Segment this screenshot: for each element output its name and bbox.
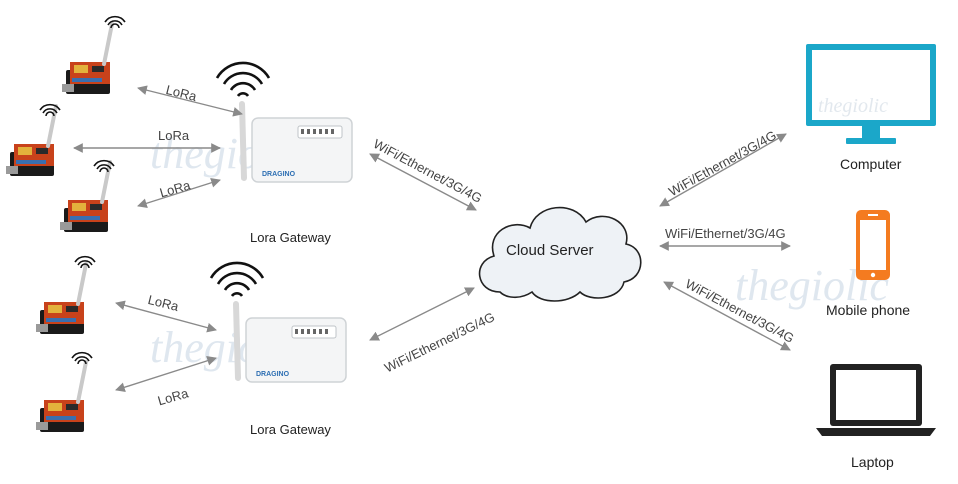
lora-arrow-4 <box>115 300 217 333</box>
lora-arrow-3 <box>137 177 221 209</box>
lora-arrows <box>73 85 243 392</box>
lora-node-1 <box>60 15 126 96</box>
laptop-label: Laptop <box>851 454 894 470</box>
monitor-icon: thegiolic <box>806 44 936 144</box>
cloud-label: Cloud Server <box>506 242 594 259</box>
lora-label-2: LoRa <box>158 128 190 143</box>
lora-arrow-1 <box>137 85 243 117</box>
gateway-2-brand: DRAGINO <box>256 371 290 378</box>
lora-node-4 <box>34 255 96 336</box>
wan-arrow-gw1 <box>369 153 477 211</box>
gateway-2-label: Lora Gateway <box>250 422 331 437</box>
lora-node-3 <box>58 159 115 234</box>
wan-arrow-computer <box>659 133 787 207</box>
lora-arrow-5 <box>115 356 217 392</box>
wan-arrows <box>369 133 791 351</box>
gateway-1-brand: DRAGINO <box>262 171 296 178</box>
cloud-icon <box>478 206 642 302</box>
lora-node-5 <box>34 351 93 434</box>
lora-node-2 <box>4 103 61 178</box>
laptop-icon <box>816 364 936 436</box>
wan-arrow-laptop <box>663 281 791 351</box>
wan-label-phone: WiFi/Ethernet/3G/4G <box>665 226 786 241</box>
phone-icon <box>856 210 890 280</box>
phone-label: Mobile phone <box>826 302 911 318</box>
gateway-2: DRAGINO <box>209 261 346 382</box>
gateway-1: DRAGINO <box>215 61 352 182</box>
wan-arrow-gw2 <box>369 287 475 341</box>
svg-text:thegiolic: thegiolic <box>818 95 888 117</box>
gateway-1-label: Lora Gateway <box>250 230 331 245</box>
computer-label: Computer <box>840 156 902 172</box>
